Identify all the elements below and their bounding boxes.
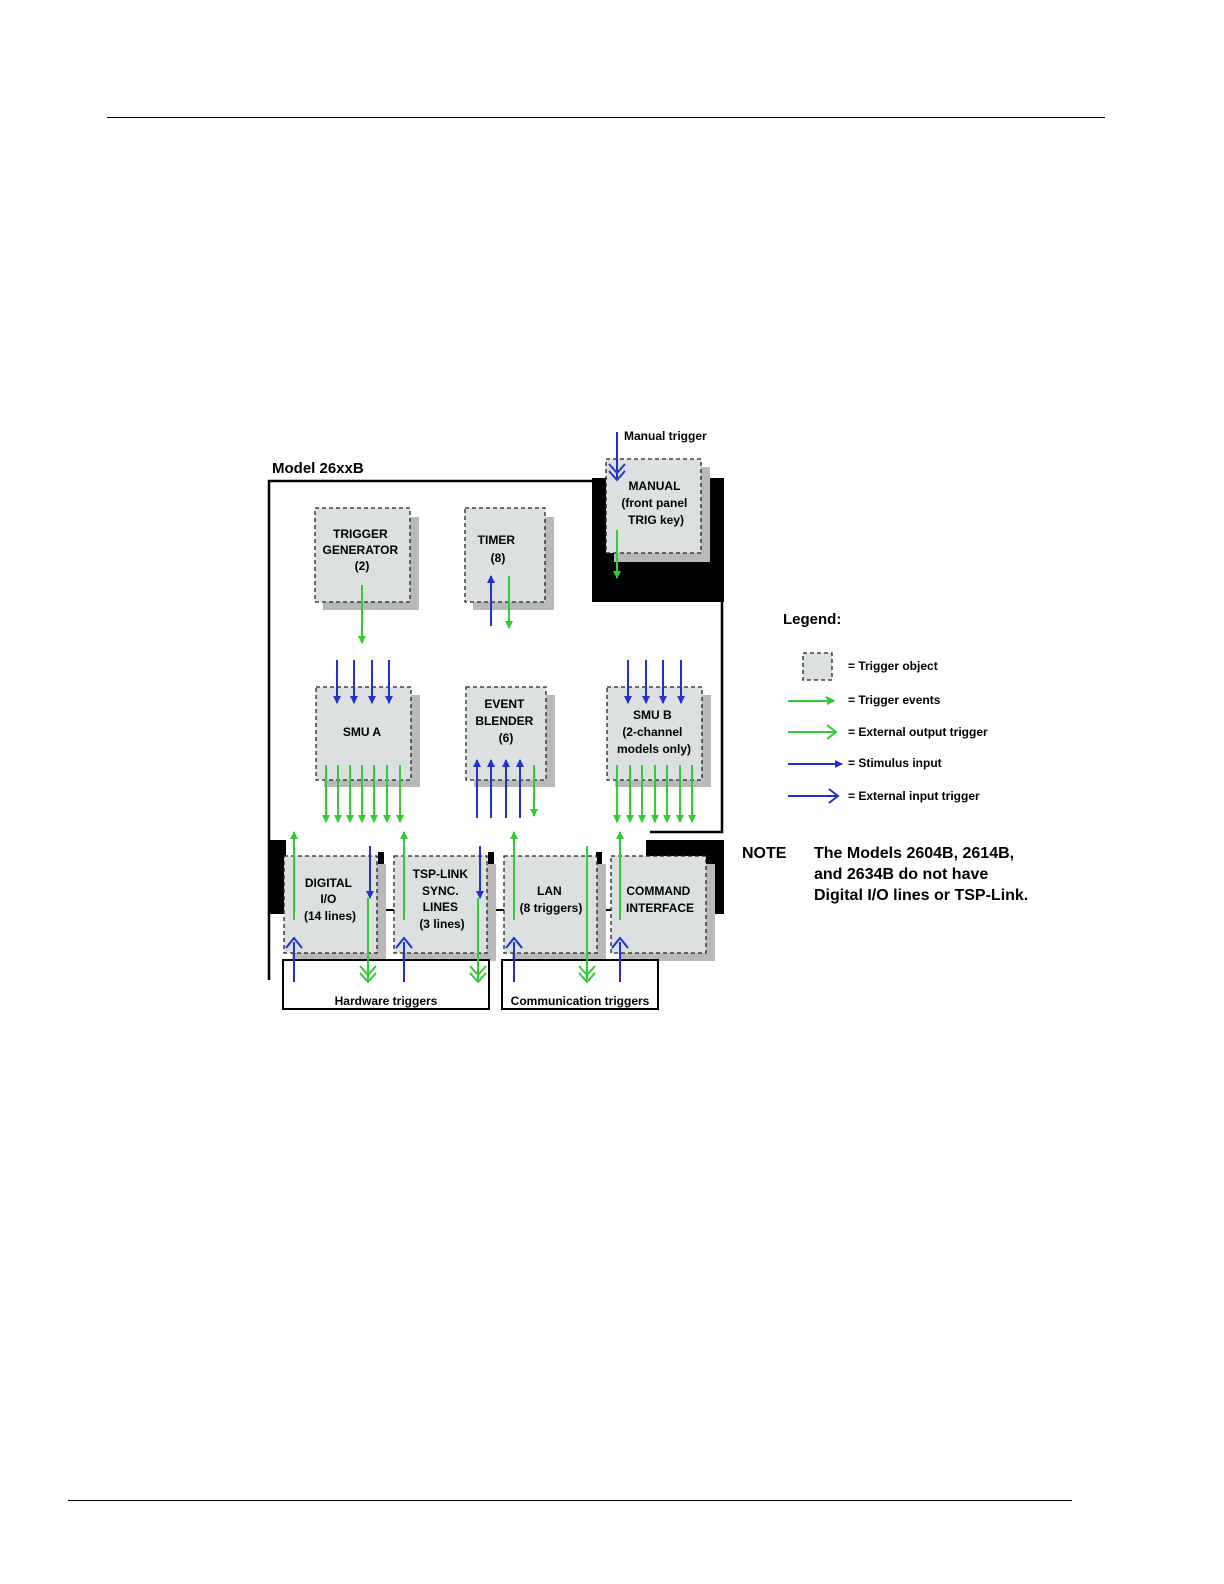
lan-object (503, 855, 598, 954)
digital-io-block (268, 840, 286, 914)
hardware-triggers-box (282, 959, 490, 1010)
tsp-link-object (393, 855, 488, 954)
legend-trigger-object-text: = Trigger object (848, 659, 938, 673)
timer-label: TIMER (8) (478, 533, 519, 565)
lan-label: LAN (8 triggers) (520, 884, 583, 915)
lan-ext-in-head (505, 936, 523, 949)
tsp-ext-out-head (469, 965, 487, 984)
model-label: Model 26xxB (272, 460, 364, 477)
digital-io-ext-in-head (285, 936, 303, 949)
smu-b-object (606, 686, 703, 781)
legend-stimulus-input-text: = Stimulus input (848, 756, 942, 770)
manual-input-head (608, 463, 626, 482)
legend-trigger-events-tick (825, 696, 835, 702)
digital-io-label: DIGITAL I/O (14 lines) (304, 876, 356, 923)
trigger-generator-label: TRIGGER GENERATOR (2) (323, 527, 402, 573)
command-interface-label: COMMAND INTERFACE (626, 884, 694, 915)
command-interface-object (610, 855, 707, 954)
footer-rule (68, 1500, 1072, 1501)
communication-triggers-label: Communication triggers (511, 994, 650, 1008)
manual-object-label: MANUAL (front panel TRIG key) (621, 479, 690, 527)
hardware-triggers-label: Hardware triggers (335, 994, 438, 1008)
command-ext-in-head (611, 936, 629, 949)
tsp-ext-in-head (395, 936, 413, 949)
smu-b-label: SMU B (2-channel models only) (617, 708, 691, 756)
smu-a-label: SMU A (343, 725, 382, 739)
header-rule (107, 117, 1105, 118)
smu-a-object (315, 686, 412, 781)
legend-ext-output-head (826, 724, 838, 740)
legend-trigger-object-swatch (802, 652, 833, 681)
legend-trigger-events-text: = Trigger events (848, 693, 941, 707)
legend-title: Legend: (783, 611, 841, 628)
note-label: NOTE (742, 845, 787, 862)
arrow-layer (285, 432, 843, 984)
legend-ext-input-head (828, 788, 840, 804)
note-text: The Models 2604B, 2614B, and 2634B do no… (814, 845, 1028, 904)
legend-external-input-text: = External input trigger (848, 789, 980, 803)
timer-object (464, 507, 546, 603)
lan-ext-out-head (578, 965, 596, 984)
tsp-link-label: TSP-LINK SYNC. LINES (3 lines) (413, 867, 472, 931)
legend-external-output-text: = External output trigger (848, 725, 988, 739)
digital-io-object (283, 855, 378, 954)
instrument-frame (267, 479, 724, 980)
manual-trigger-label: Manual trigger (624, 429, 707, 443)
digital-io-ext-out-head (359, 965, 377, 984)
event-blender-label: EVENT BLENDER (6) (475, 697, 536, 745)
